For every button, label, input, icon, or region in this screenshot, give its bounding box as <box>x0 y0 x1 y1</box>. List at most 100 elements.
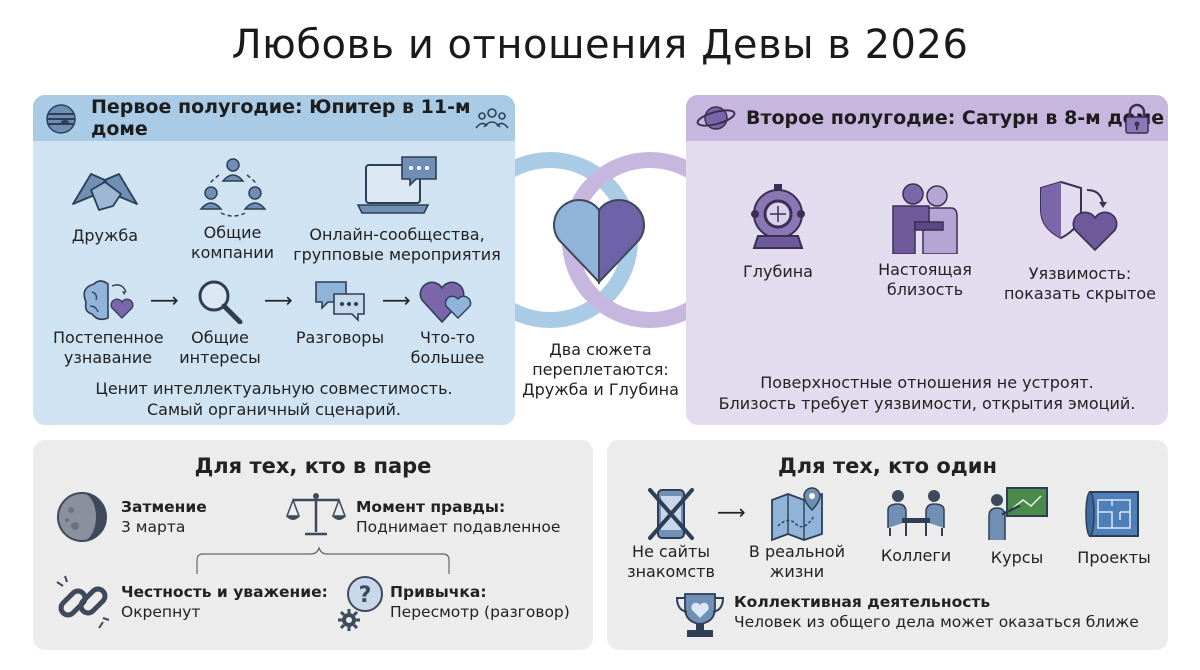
eclipse-block: Затмение 3 марта <box>121 498 207 536</box>
first-half-caption-line-1: Ценит интеллектуальную совместимость. <box>95 379 453 398</box>
jupiter-icon <box>46 104 76 134</box>
arrow-1: ⟶ <box>150 288 179 312</box>
vulnerability-label-1: Уязвимость: <box>1028 264 1132 283</box>
eclipse-date: 3 марта <box>121 518 186 536</box>
gradual-knowing-label: Постепенное узнавание <box>53 328 164 367</box>
first-half-header: Первое полугодие: Юпитер в 11-м доме <box>33 95 515 141</box>
collective-text: Человек из общего дела может оказаться б… <box>734 613 1139 631</box>
question-gear-icon: ? <box>338 576 383 631</box>
blueprint-icon <box>1085 491 1139 537</box>
colleagues-label: Коллеги <box>880 546 952 565</box>
map-pin-icon <box>771 487 823 542</box>
courses-item: Курсы <box>977 486 1057 568</box>
laptop-chat-icon <box>356 156 437 214</box>
second-half-header-text: Второе полугодие: Сатурн в 8-м доме <box>746 107 1165 129</box>
first-half-panel: Первое полугодие: Юпитер в 11-м доме <box>33 95 515 425</box>
friendship-label: Дружба <box>71 226 139 245</box>
first-half-caption-line-2: Самый органичный сценарий. <box>146 400 402 419</box>
hearts-icon <box>419 281 471 324</box>
single-panel: Для тех, кто один Не сайты знакомств ⟶ В… <box>607 440 1168 650</box>
pair-title: Для тех, кто в паре <box>194 454 432 478</box>
collective-title: Коллективная деятельность <box>734 593 991 611</box>
center-caption-line-3: Дружба и Глубина <box>522 380 679 399</box>
arrow-3: ⟶ <box>382 288 411 312</box>
arrow-single: ⟶ <box>717 500 746 524</box>
online-communities-item: Онлайн-сообщества, групповые мероприятия <box>292 155 502 265</box>
connector-bracket <box>196 546 450 574</box>
arrow-2: ⟶ <box>264 288 293 312</box>
truth-text: Поднимает подавленное <box>356 518 561 536</box>
not-dating-sites-label-1: Не сайты <box>632 542 710 561</box>
center-caption-line-1: Два сюжета <box>549 340 652 359</box>
padlock-icon <box>1125 103 1149 134</box>
something-more-label: Что-то большее <box>410 328 485 367</box>
trophy-heart-icon <box>675 593 725 637</box>
projects-item: Проекты <box>1069 486 1159 568</box>
collective-block: Коллективная деятельность Человек из общ… <box>734 593 1139 631</box>
first-half-header-text: Первое полугодие: Юпитер в 11-м доме <box>91 96 471 140</box>
truth-title: Момент правды: <box>356 498 506 516</box>
second-half-panel: Второе полугодие: Сатурн в 8-м доме <box>686 95 1168 425</box>
chat-bubbles-icon <box>315 281 365 322</box>
gradual-knowing-item: Постепенное узнавание <box>43 278 173 368</box>
colleagues-icon <box>887 490 945 536</box>
handshake-icon <box>72 173 138 211</box>
projects-label: Проекты <box>1077 548 1151 567</box>
habit-title: Привычка: <box>390 583 487 601</box>
eclipse-title: Затмение <box>121 498 207 516</box>
second-half-caption-line-1: Поверхностные отношения не устроят. <box>760 373 1094 392</box>
chain-link-icon <box>56 575 110 629</box>
single-title: Для тех, кто один <box>778 454 997 478</box>
center-caption-line-2: переплетаются: <box>532 360 669 379</box>
second-half-header: Второе полугодие: Сатурн в 8-м доме <box>686 95 1168 141</box>
page-title: Любовь и отношения Девы в 2026 <box>231 22 969 68</box>
center-caption: Два сюжета переплетаются: Дружба и Глуби… <box>515 340 686 400</box>
shared-companies-label: Общие компании <box>190 223 275 262</box>
honesty-title: Честность и уважение: <box>121 583 328 601</box>
real-life-item: В реальной жизни <box>743 486 851 582</box>
crossed-phone-icon <box>648 488 694 540</box>
scales-icon <box>285 493 347 536</box>
shared-companies-item: Общие компании <box>170 155 295 263</box>
honesty-block: Честность и уважение: Окрепнут <box>121 583 328 621</box>
online-communities-label: Онлайн-сообщества, групповые мероприятия <box>293 225 501 264</box>
true-closeness-label-1: Настоящая <box>878 260 972 279</box>
friendship-item: Дружба <box>55 160 155 246</box>
depth-item: Глубина <box>728 182 828 282</box>
shield-heart-icon <box>1040 180 1118 252</box>
depth-label: Глубина <box>743 262 813 281</box>
teacher-board-icon <box>988 487 1048 540</box>
real-life-label-2: жизни <box>769 562 825 581</box>
shared-interests-label: Общие интересы <box>179 328 261 367</box>
real-life-label-1: В реальной <box>748 542 846 561</box>
diving-helmet-icon <box>751 184 805 249</box>
second-half-caption: Поверхностные отношения не устроят. Близ… <box>686 372 1168 414</box>
people-group-icon <box>475 108 509 129</box>
community-icon <box>198 158 267 217</box>
courses-label: Курсы <box>990 548 1044 567</box>
habit-block: Привычка: Пересмотр (разговор) <box>390 583 570 621</box>
shared-interests-item: Общие интересы <box>175 278 265 368</box>
not-dating-sites-label-2: знакомств <box>627 562 715 581</box>
heart-icon <box>553 199 645 285</box>
not-dating-sites-item: Не сайты знакомств <box>621 486 721 582</box>
pair-panel: Для тех, кто в паре Затмение 3 марта Мом… <box>33 440 593 650</box>
embrace-icon <box>892 183 958 254</box>
vulnerability-label-2: показать скрытое <box>1003 284 1157 303</box>
conversations-item: Разговоры <box>290 278 390 348</box>
first-half-caption: Ценит интеллектуальную совместимость. Са… <box>33 378 515 420</box>
true-closeness-item: Настоящая близость <box>860 182 990 300</box>
conversations-label: Разговоры <box>295 328 385 347</box>
second-half-caption-line-2: Близость требует уязвимости, открытия эм… <box>718 394 1136 413</box>
svg-text:?: ? <box>359 583 372 608</box>
vulnerability-item: Уязвимость: показать скрытое <box>1000 178 1160 304</box>
truth-block: Момент правды: Поднимает подавленное <box>356 498 560 536</box>
saturn-icon <box>696 106 736 130</box>
true-closeness-label-2: близость <box>886 280 964 299</box>
moon-icon <box>57 492 107 542</box>
colleagues-item: Коллеги <box>873 488 959 566</box>
habit-text: Пересмотр (разговор) <box>390 603 570 621</box>
honesty-text: Окрепнут <box>121 603 201 621</box>
magnifier-icon <box>198 280 243 324</box>
brain-heart-icon <box>83 280 134 321</box>
